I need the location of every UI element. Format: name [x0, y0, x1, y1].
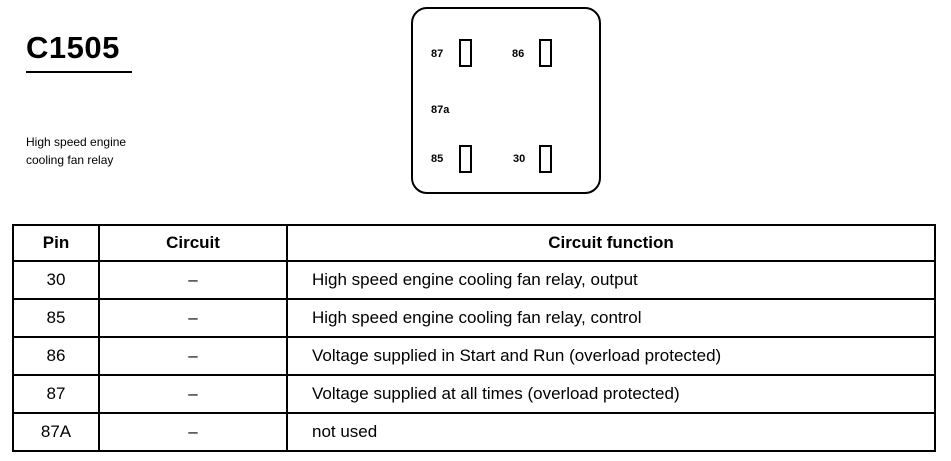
- connector-description: High speed engine cooling fan relay: [26, 133, 226, 169]
- cell-pin: 86: [12, 336, 100, 376]
- header-circuit-function: Circuit function: [286, 224, 936, 262]
- table-row: 87A – not used: [12, 412, 936, 452]
- table-row: 30 – High speed engine cooling fan relay…: [12, 260, 936, 300]
- cell-function: Voltage supplied at all times (overload …: [286, 374, 936, 414]
- pin-label-87: 87: [431, 48, 444, 60]
- pin-slot-87: [459, 39, 472, 67]
- cell-circuit: –: [98, 412, 288, 452]
- cell-circuit: –: [98, 260, 288, 300]
- cell-function: High speed engine cooling fan relay, con…: [286, 298, 936, 338]
- pin-label-86: 86: [512, 48, 525, 60]
- table-row: 86 – Voltage supplied in Start and Run (…: [12, 336, 936, 376]
- header-circuit: Circuit: [98, 224, 288, 262]
- pin-label-30: 30: [513, 153, 526, 165]
- cell-function: Voltage supplied in Start and Run (overl…: [286, 336, 936, 376]
- header-pin: Pin: [12, 224, 100, 262]
- cell-pin: 85: [12, 298, 100, 338]
- cell-function: not used: [286, 412, 936, 452]
- connector-id: C1505: [26, 30, 120, 65]
- pin-slot-85: [459, 145, 472, 173]
- table-row: 85 – High speed engine cooling fan relay…: [12, 298, 936, 338]
- table-header-row: Pin Circuit Circuit function: [12, 224, 936, 262]
- cell-pin: 87: [12, 374, 100, 414]
- pin-label-87a: 87a: [431, 104, 450, 116]
- title-underline: [26, 71, 132, 73]
- cell-function: High speed engine cooling fan relay, out…: [286, 260, 936, 300]
- description-line-2: cooling fan relay: [26, 153, 114, 167]
- cell-circuit: –: [98, 374, 288, 414]
- pin-table: Pin Circuit Circuit function 30 – High s…: [12, 224, 936, 452]
- cell-circuit: –: [98, 298, 288, 338]
- pin-slot-86: [539, 39, 552, 67]
- description-line-1: High speed engine: [26, 135, 127, 149]
- relay-connector-diagram: 87 86 87a 85 30: [411, 7, 601, 194]
- cell-pin: 87A: [12, 412, 100, 452]
- pin-label-85: 85: [431, 153, 444, 165]
- table-row: 87 – Voltage supplied at all times (over…: [12, 374, 936, 414]
- cell-circuit: –: [98, 336, 288, 376]
- cell-pin: 30: [12, 260, 100, 300]
- pin-slot-30: [539, 145, 552, 173]
